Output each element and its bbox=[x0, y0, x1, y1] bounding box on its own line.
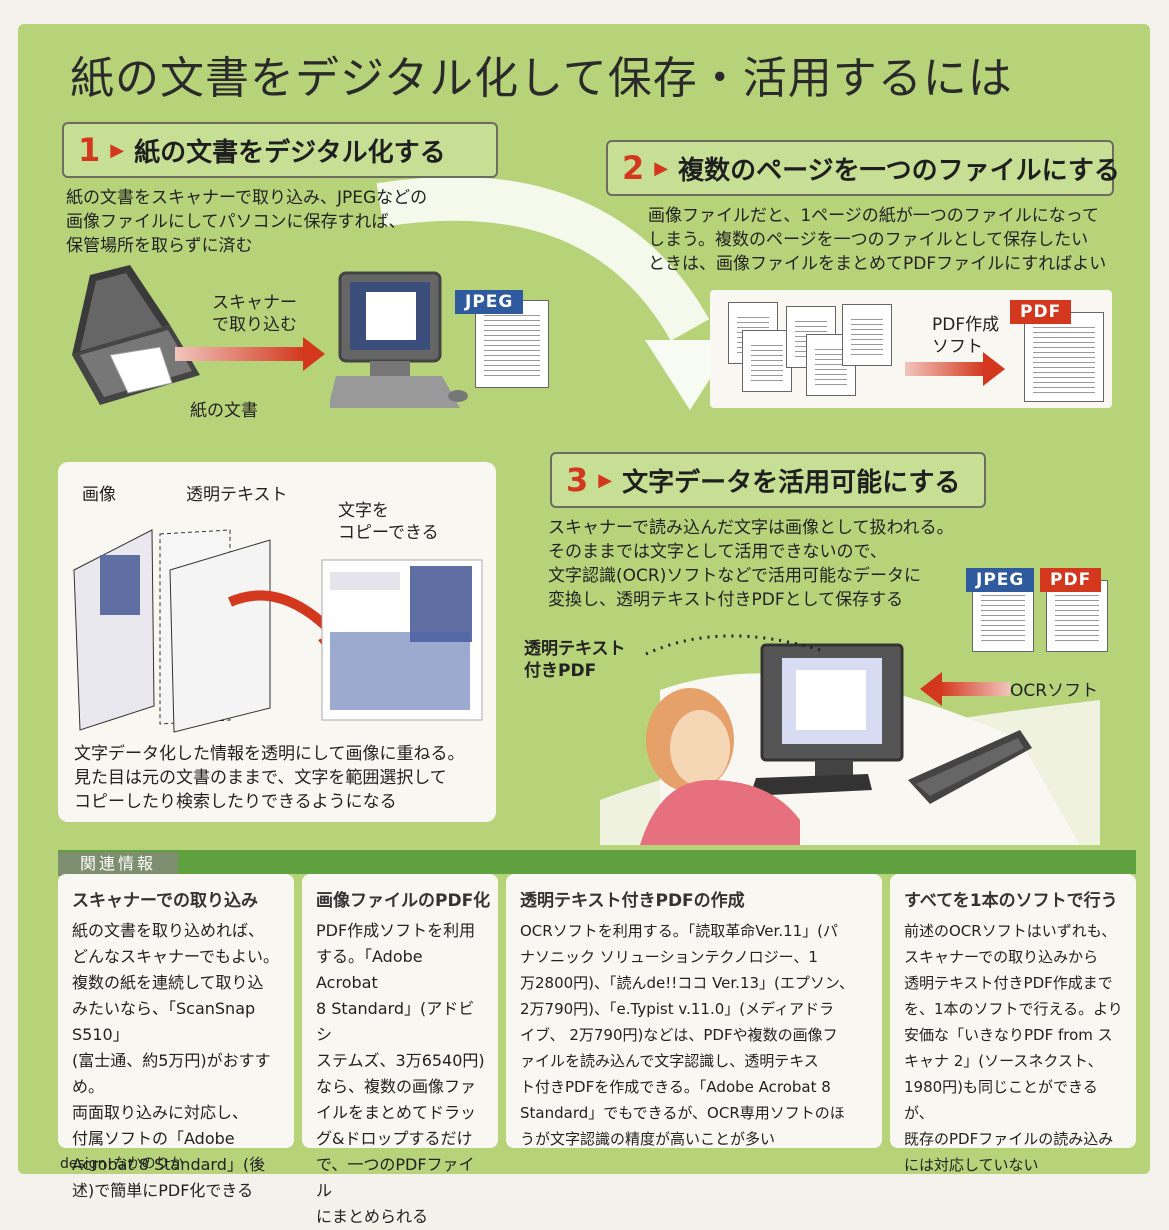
step-1-description: 紙の文書をスキャナーで取り込み、JPEGなどの 画像ファイルにしてパソコンに保存… bbox=[66, 188, 428, 256]
related-column-title: スキャナーでの取り込み bbox=[72, 891, 258, 911]
triangle-icon: ▶ bbox=[598, 469, 613, 491]
page-doc-4 bbox=[806, 334, 856, 396]
related-column-1: スキャナーでの取り込み 紙の文書を取り込めれば、 どんなスキャナーでもよい。 複… bbox=[58, 874, 294, 1200]
step3-pdf-document bbox=[1046, 580, 1108, 652]
step-3-box: 3 ▶ 文字データを活用可能にする bbox=[550, 452, 986, 508]
scan-arrow-label: スキャナー で取り込む bbox=[212, 293, 297, 335]
related-column-title: 透明テキスト付きPDFの作成 bbox=[520, 891, 745, 911]
related-column-text: PDF作成ソフトを利用 する。「Adobe Acrobat 8 Standard… bbox=[316, 921, 485, 1226]
panel-description: 文字データ化した情報を透明にして画像に重ねる。 見た目は元の文書のままで、文字を… bbox=[74, 744, 465, 812]
triangle-icon: ▶ bbox=[110, 139, 125, 161]
related-column-2: 画像ファイルのPDF化 PDF作成ソフトを利用 する。「Adobe Acroba… bbox=[302, 874, 498, 1226]
step-2-label: 複数のページを一つのファイルにする bbox=[678, 155, 1120, 186]
transparent-pdf-label: 透明テキスト 付きPDF bbox=[524, 639, 626, 681]
triangle-icon: ▶ bbox=[654, 157, 669, 179]
step3-jpeg-tag: JPEG bbox=[966, 568, 1035, 592]
page-title: 紙の文書をデジタル化して保存・活用するには bbox=[70, 53, 1013, 104]
ocr-software-label: OCRソフト bbox=[1010, 681, 1099, 701]
dotted-pointer-line bbox=[645, 634, 821, 656]
step3-pdf-tag: PDF bbox=[1040, 568, 1102, 592]
page-doc-2 bbox=[742, 330, 792, 392]
transparent-text-label: 透明テキスト bbox=[186, 485, 288, 505]
step-3-label: 文字データを活用可能にする bbox=[622, 467, 961, 498]
page-doc-5 bbox=[842, 304, 892, 366]
pdf-software-label: PDF作成 ソフト bbox=[932, 315, 1000, 357]
related-column-text: 紙の文書を取り込めれば、 どんなスキャナーでもよい。 複数の紙を連続して取り込 … bbox=[72, 921, 280, 1200]
step-2-number: 2 bbox=[622, 149, 645, 187]
copy-label: 文字を コピーできる bbox=[338, 501, 439, 543]
step-1-label: 紙の文書をデジタル化する bbox=[134, 137, 446, 168]
step-3-description: スキャナーで読み込んだ文字は画像として扱われる。 そのままでは文字として活用でき… bbox=[548, 518, 954, 610]
step-1-box: 1 ▶ 紙の文書をデジタル化する bbox=[62, 122, 498, 178]
step-3-number: 3 bbox=[566, 461, 589, 499]
scanner-icon bbox=[72, 265, 200, 405]
jpeg-tag: JPEG bbox=[455, 290, 524, 314]
design-credit: design･なかのりか bbox=[60, 1156, 184, 1172]
related-info-bar bbox=[58, 850, 1136, 874]
scan-arrow bbox=[175, 337, 325, 371]
paper-label: 紙の文書 bbox=[190, 401, 258, 421]
ocr-arrow bbox=[940, 682, 1010, 696]
ocr-illustration bbox=[600, 643, 1100, 845]
pdf-arrow bbox=[905, 352, 1005, 386]
newspaper-page: 紙の文書をデジタル化して保存・活用するには 1 ▶ 紙の文書をデジタル化する 紙… bbox=[0, 0, 1169, 1201]
step3-jpeg-document bbox=[972, 580, 1034, 652]
related-column-text: 前述のOCRソフトはいずれも、 スキャナーでの取り込みから 透明テキスト付きPD… bbox=[904, 922, 1123, 1174]
related-column-title: 画像ファイルのPDF化 bbox=[316, 891, 491, 911]
pdf-tag: PDF bbox=[1010, 300, 1072, 324]
step-1-number: 1 bbox=[78, 131, 101, 169]
related-column-title: すべてを1本のソフトで行う bbox=[904, 891, 1118, 911]
related-column-text: OCRソフトを利用する。「読取革命Ver.11」(パ ナソニック ソリューション… bbox=[520, 922, 854, 1148]
related-info-tab: 関連情報 bbox=[58, 852, 178, 876]
image-label: 画像 bbox=[82, 485, 116, 505]
pdf-document bbox=[1024, 312, 1104, 402]
computer-icon bbox=[330, 271, 468, 408]
step-2-box: 2 ▶ 複数のページを一つのファイルにする bbox=[606, 140, 1120, 196]
related-column-4: すべてを1本のソフトで行う 前述のOCRソフトはいずれも、 スキャナーでの取り込… bbox=[890, 874, 1136, 1174]
related-column-3: 透明テキスト付きPDFの作成 OCRソフトを利用する。「読取革命Ver.11」(… bbox=[506, 874, 882, 1148]
step-2-description: 画像ファイルだと、1ページの紙が一つのファイルになって しまう。複数のページを一… bbox=[648, 206, 1107, 274]
layer-illustration bbox=[73, 529, 483, 733]
